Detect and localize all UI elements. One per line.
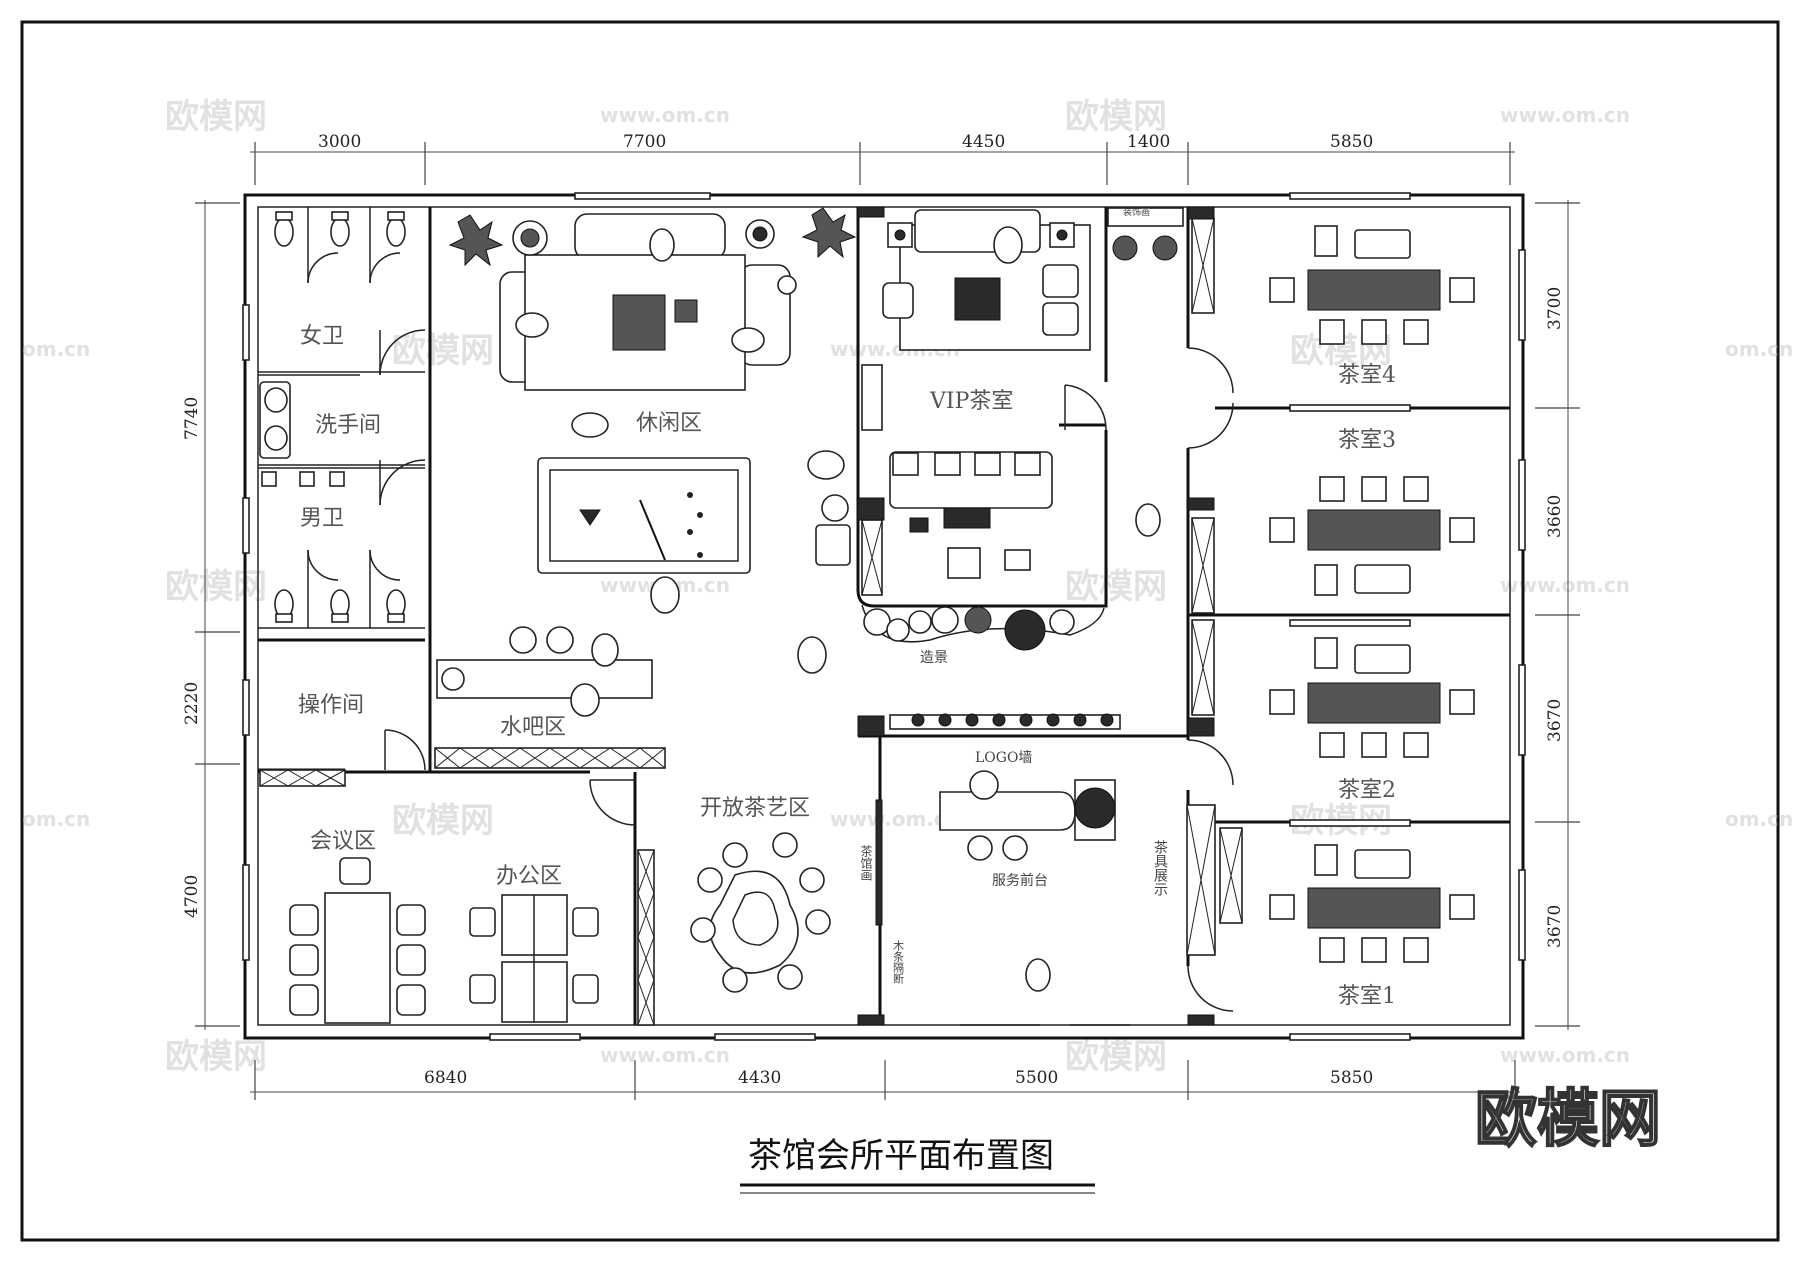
- dim-right-4: 3670: [1545, 905, 1565, 948]
- tea-room-4: [1269, 225, 1475, 345]
- dim-right-1: 3700: [1545, 287, 1565, 330]
- dim-bottom-4: 5850: [1330, 1068, 1373, 1088]
- dimension-labels: 3000 7700 4450 1400 5850 6840 4430 5500 …: [182, 132, 1565, 1088]
- label-decor-painting: 装饰画: [1123, 206, 1150, 218]
- dim-top-3: 4450: [962, 132, 1005, 152]
- svg-text:茶馆会所平面布置图: 茶馆会所平面布置图: [748, 1136, 1054, 1176]
- dim-right-3: 3670: [1545, 699, 1565, 742]
- label-tea-display: 茶具展示: [1152, 840, 1168, 896]
- dimension-lines: [195, 142, 1580, 1100]
- label-tea-room-2: 茶室2: [1338, 778, 1396, 803]
- landscape-feature: [861, 604, 1105, 651]
- svg-text:www.om.cn: www.om.cn: [600, 103, 730, 127]
- svg-text:欧模网: 欧模网: [1065, 567, 1167, 607]
- room-labels: 女卫 洗手间 男卫 操作间 会议区 办公区 休闲区 水吧区 开放茶艺区 VIP茶…: [298, 206, 1396, 1009]
- cabinets: [259, 206, 1243, 1026]
- label-tea-room-1: 茶室1: [1338, 984, 1396, 1009]
- svg-text:www.om.cn: www.om.cn: [1500, 103, 1630, 127]
- dim-right-2: 3660: [1545, 495, 1565, 538]
- drawing-title: 茶馆会所平面布置图: [740, 1136, 1095, 1194]
- label-lounge: 休闲区: [636, 411, 702, 436]
- label-washroom: 洗手间: [315, 413, 381, 438]
- label-operation: 操作间: [298, 693, 364, 718]
- tea-room-2: [1269, 637, 1475, 758]
- vip-furniture: [882, 207, 1184, 579]
- restroom-fixtures: [259, 207, 406, 628]
- label-vip: VIP茶室: [929, 389, 1013, 414]
- label-office: 办公区: [496, 864, 562, 889]
- svg-text:欧模网: 欧模网: [165, 567, 267, 607]
- svg-text:om.cn: om.cn: [1725, 807, 1793, 831]
- windows: [242, 192, 1526, 1041]
- reception-desk: [875, 770, 1116, 992]
- label-tea-room-4: 茶室4: [1338, 363, 1396, 388]
- svg-text:www.om.cn: www.om.cn: [1500, 573, 1630, 597]
- dim-left-1: 7740: [182, 397, 202, 440]
- dim-top-2: 7700: [623, 132, 666, 152]
- label-tea-painting: 茶馆画: [859, 844, 873, 881]
- billiard-table: [537, 412, 1161, 674]
- svg-text:om.cn: om.cn: [22, 807, 90, 831]
- svg-text:欧模网: 欧模网: [165, 97, 267, 137]
- svg-text:欧模网: 欧模网: [165, 1037, 267, 1077]
- dim-top-1: 3000: [318, 132, 361, 152]
- brand-logo-text: 欧模网: [1475, 1082, 1661, 1155]
- label-meeting: 会议区: [310, 829, 376, 854]
- logo-wall-plants: [889, 713, 1121, 730]
- label-logo-wall: LOGO墙: [975, 750, 1032, 766]
- label-landscape: 造景: [920, 650, 948, 666]
- label-male-wc: 男卫: [300, 506, 344, 531]
- doors: [379, 329, 1234, 1026]
- svg-text:www.om.cn: www.om.cn: [1500, 1043, 1630, 1067]
- dim-bottom-3: 5500: [1015, 1068, 1058, 1088]
- tea-room-3: [1269, 476, 1475, 596]
- meeting-office-furniture: [289, 857, 599, 1024]
- svg-text:欧模网: 欧模网: [392, 331, 494, 371]
- dim-top-5: 5850: [1330, 132, 1373, 152]
- svg-text:om.cn: om.cn: [22, 337, 90, 361]
- label-female-wc: 女卫: [300, 324, 344, 349]
- label-reception: 服务前台: [992, 872, 1048, 889]
- svg-text:www.om.cn: www.om.cn: [830, 807, 960, 831]
- tea-room-1: [1269, 844, 1475, 963]
- water-bar: [436, 626, 653, 717]
- drawing-frame: [20, 20, 1780, 1242]
- label-water-bar: 水吧区: [500, 715, 566, 740]
- dim-top-4: 1400: [1127, 132, 1170, 152]
- svg-text:om.cn: om.cn: [1725, 337, 1793, 361]
- dim-bottom-1: 6840: [424, 1068, 467, 1088]
- svg-text:www.om.cn: www.om.cn: [600, 1043, 730, 1067]
- svg-text:欧模网: 欧模网: [1065, 1037, 1167, 1077]
- dim-left-3: 4700: [182, 875, 202, 918]
- dim-left-2: 2220: [182, 682, 202, 725]
- lounge-furniture: [448, 207, 857, 391]
- label-wood-partition: 木条隔断: [892, 940, 905, 985]
- dim-bottom-2: 4430: [738, 1068, 781, 1088]
- svg-text:欧模网: 欧模网: [1065, 97, 1167, 137]
- open-tea-table: [690, 832, 831, 993]
- svg-text:欧模网: 欧模网: [392, 801, 494, 841]
- label-tea-room-3: 茶室3: [1338, 428, 1396, 453]
- label-open-tea: 开放茶艺区: [700, 796, 810, 821]
